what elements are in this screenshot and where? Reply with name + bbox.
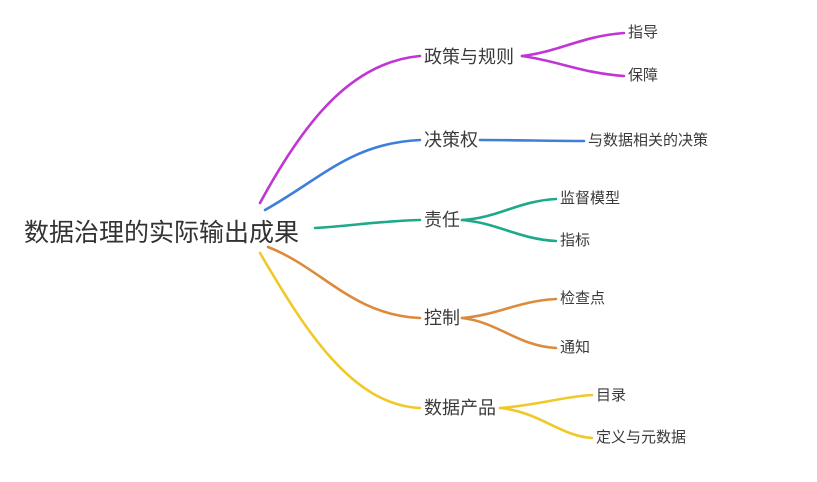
branch-node-data-products[interactable]: 数据产品 bbox=[424, 398, 496, 418]
child-node-data-decisions[interactable]: 与数据相关的决策 bbox=[588, 132, 709, 149]
child-line-guidance bbox=[520, 31, 626, 58]
branch-node-responsibility[interactable]: 责任 bbox=[424, 210, 460, 230]
child-node-guidance[interactable]: 指导 bbox=[628, 24, 659, 41]
child-line-definitions-metadata bbox=[498, 406, 594, 440]
branch-line-control bbox=[266, 245, 422, 320]
child-node-supervision-model[interactable]: 监督模型 bbox=[560, 190, 621, 207]
branch-node-control[interactable]: 控制 bbox=[424, 308, 460, 328]
child-line-checkpoints bbox=[460, 297, 558, 320]
child-node-catalog[interactable]: 目录 bbox=[596, 387, 627, 404]
child-node-indicators[interactable]: 指标 bbox=[560, 232, 591, 249]
child-node-notifications[interactable]: 通知 bbox=[560, 339, 591, 356]
child-node-definitions-metadata[interactable]: 定义与元数据 bbox=[596, 429, 687, 446]
branch-line-policies bbox=[258, 54, 422, 205]
child-node-guarantee[interactable]: 保障 bbox=[628, 67, 659, 84]
branch-line-responsibility bbox=[313, 218, 422, 230]
child-line-notifications bbox=[460, 316, 558, 350]
child-node-checkpoints[interactable]: 检查点 bbox=[560, 290, 606, 307]
child-line-catalog bbox=[498, 393, 594, 410]
branch-line-decision-rights bbox=[263, 138, 422, 212]
child-line-supervision-model bbox=[460, 197, 558, 222]
child-line-indicators bbox=[460, 218, 558, 243]
child-line-data-decisions bbox=[478, 138, 586, 143]
branch-line-data-products bbox=[258, 251, 422, 410]
child-line-guarantee bbox=[520, 54, 626, 78]
branch-node-policies[interactable]: 政策与规则 bbox=[424, 47, 514, 67]
root-node[interactable]: 数据治理的实际输出成果 bbox=[24, 219, 300, 247]
branch-node-decision-rights[interactable]: 决策权 bbox=[424, 130, 478, 150]
